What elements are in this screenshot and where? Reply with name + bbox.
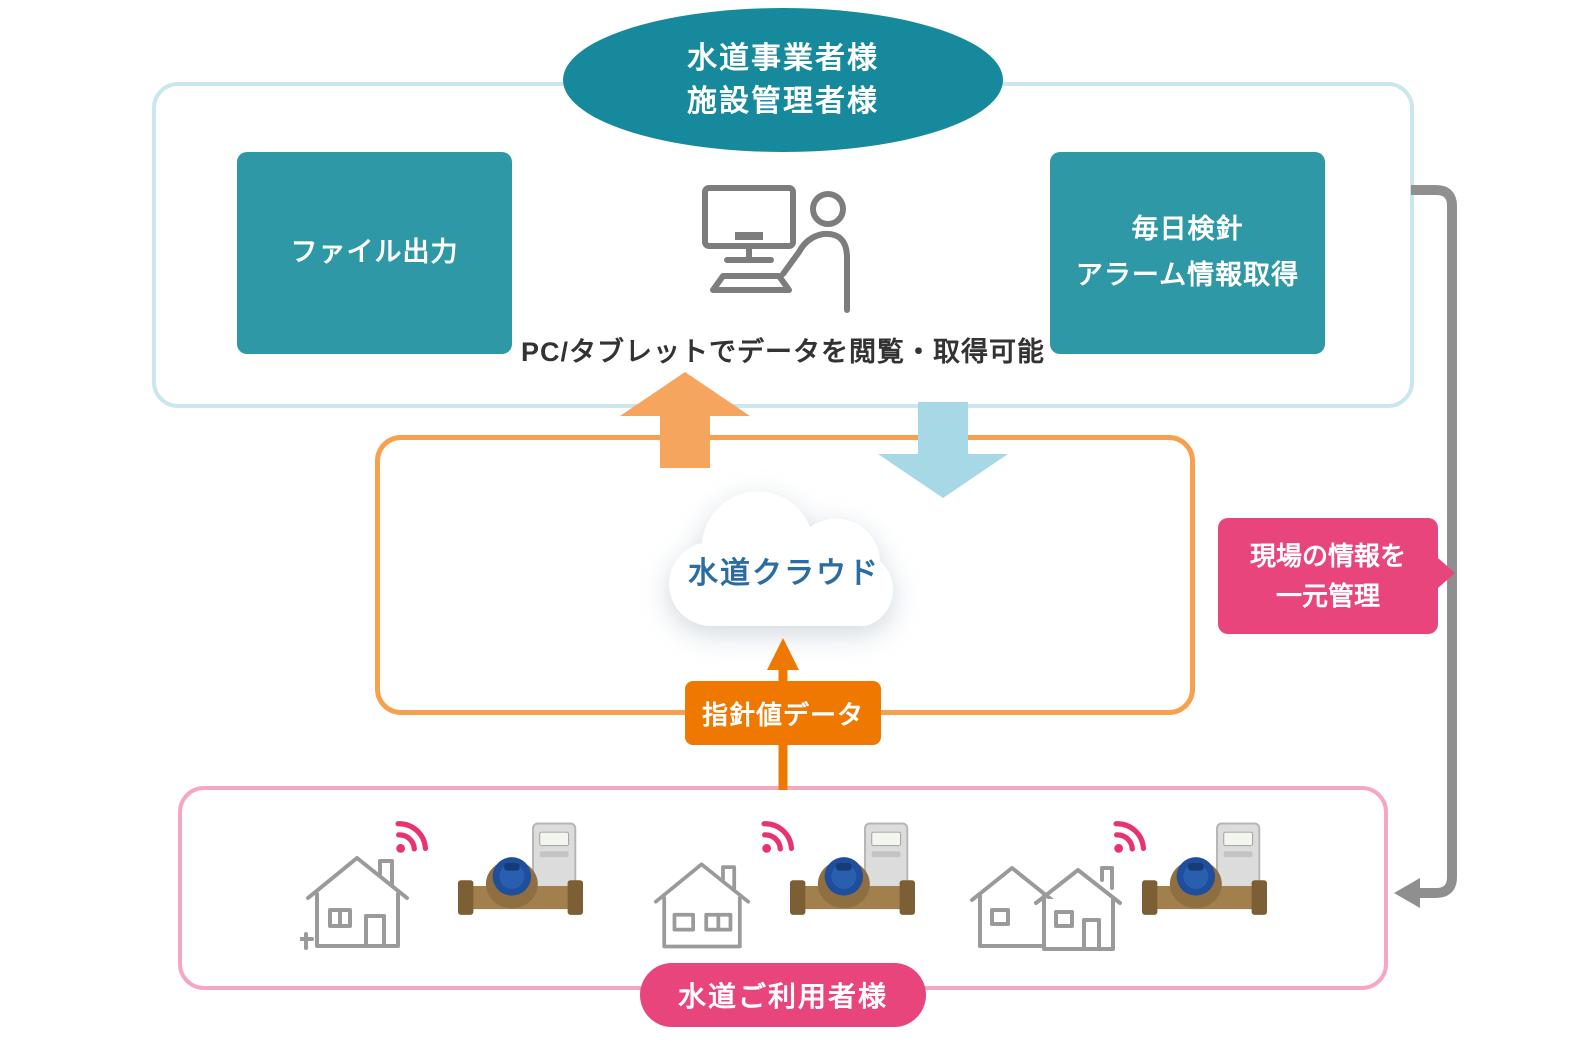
meter-data-label: 指針値データ xyxy=(685,681,881,745)
operator-bubble-line2: 施設管理者様 xyxy=(687,85,879,118)
file-output-box: ファイル出力 xyxy=(237,152,512,354)
download-arrow-icon xyxy=(878,402,1008,498)
cloud-icon xyxy=(669,491,894,626)
house-group-icon xyxy=(970,866,1122,951)
pc-caption: PC/タブレットでデータを閲覧・取得可能 xyxy=(520,337,1045,367)
daily-reading-box: 毎日検針 アラーム情報取得 xyxy=(1050,152,1325,354)
water-meter-icon xyxy=(790,822,915,915)
pc-user-icon xyxy=(702,185,850,313)
operator-bubble-line1: 水道事業者様 xyxy=(687,41,879,75)
side-note: 現場の情報を 一元管理 xyxy=(1218,518,1455,634)
file-output-label: ファイル出力 xyxy=(290,237,459,268)
wifi-icon xyxy=(1113,821,1147,853)
wifi-icon xyxy=(761,821,795,853)
users-pill: 水道ご利用者様 xyxy=(640,963,926,1027)
cloud-label: 水道クラウド xyxy=(688,557,880,590)
house-icon xyxy=(653,862,751,949)
operator-bubble: 水道事業者様 施設管理者様 xyxy=(563,8,1003,152)
wifi-icon xyxy=(395,821,429,853)
house-icon xyxy=(300,856,409,950)
upload-arrow-icon xyxy=(620,372,750,468)
daily-reading-line1: 毎日検針 xyxy=(1131,214,1244,245)
side-note-line1: 現場の情報を xyxy=(1249,540,1406,571)
side-note-line2: 一元管理 xyxy=(1275,581,1380,611)
side-note-pointer-icon xyxy=(1438,558,1455,588)
water-meter-icon xyxy=(1142,822,1267,915)
daily-reading-line2: アラーム情報取得 xyxy=(1075,260,1300,290)
water-meter-icon xyxy=(458,822,583,915)
